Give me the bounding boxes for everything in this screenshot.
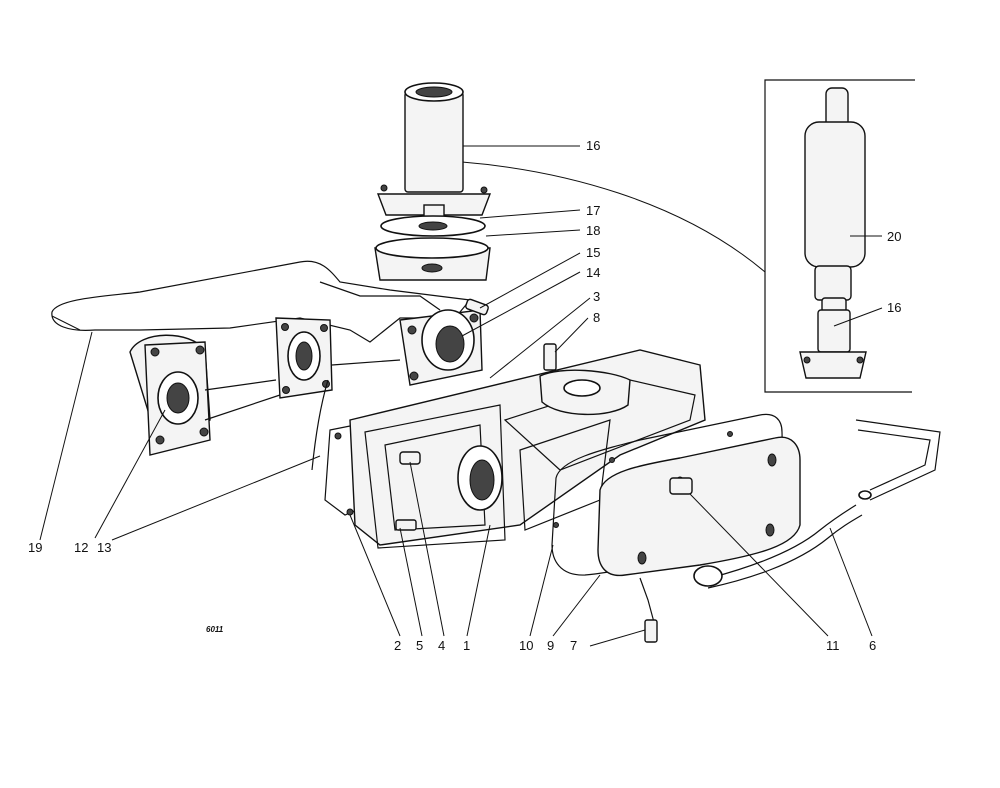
callout-9: 9 xyxy=(547,638,554,653)
callout-6: 6 xyxy=(869,638,876,653)
inset-link-line xyxy=(461,161,766,273)
part-18-flange xyxy=(374,237,491,281)
inset-panel xyxy=(461,79,915,393)
part-9-cover-plate xyxy=(597,436,801,577)
callout-12: 12 xyxy=(74,540,88,555)
callout-16-inset: 16 xyxy=(887,300,901,315)
callout-8: 8 xyxy=(593,310,600,325)
callout-19: 19 xyxy=(28,540,42,555)
part-20-silencer xyxy=(804,87,866,313)
part-1-inlet-manifold xyxy=(349,349,706,549)
callout-16-main: 16 xyxy=(586,138,600,153)
callout-20: 20 xyxy=(887,229,901,244)
leader-lines xyxy=(39,145,883,647)
part-14-outlet-flange xyxy=(399,309,483,386)
part-12-exhaust-manifold xyxy=(129,317,401,456)
callout-1: 1 xyxy=(463,638,470,653)
callout-14: 14 xyxy=(586,265,600,280)
callout-labels: 16 17 18 15 14 3 8 20 16 19 12 13 2 5 4 … xyxy=(28,138,901,653)
diagram-code: 6011 xyxy=(206,625,224,634)
callout-5: 5 xyxy=(416,638,423,653)
part-5-stud xyxy=(395,519,417,531)
callout-17: 17 xyxy=(586,203,600,218)
part-8-stud xyxy=(543,343,557,371)
callout-10: 10 xyxy=(519,638,533,653)
part-17-gasket xyxy=(380,215,486,237)
callout-13: 13 xyxy=(97,540,111,555)
callout-2: 2 xyxy=(394,638,401,653)
callout-4: 4 xyxy=(438,638,445,653)
part-7-drain-tag xyxy=(639,577,658,643)
callout-11: 11 xyxy=(826,638,840,653)
callout-7: 7 xyxy=(570,638,577,653)
part-6-breather-pipe xyxy=(693,419,941,589)
part-15-stud xyxy=(465,298,489,316)
part-16-exhaust-pipe xyxy=(376,82,492,220)
part-11-bolt xyxy=(669,477,693,495)
part-16-inset-pipe xyxy=(799,309,867,379)
part-19-heat-shield xyxy=(51,260,472,343)
inset-border xyxy=(764,79,915,393)
callout-15: 15 xyxy=(586,245,600,260)
callout-3: 3 xyxy=(593,289,600,304)
callout-18: 18 xyxy=(586,223,600,238)
